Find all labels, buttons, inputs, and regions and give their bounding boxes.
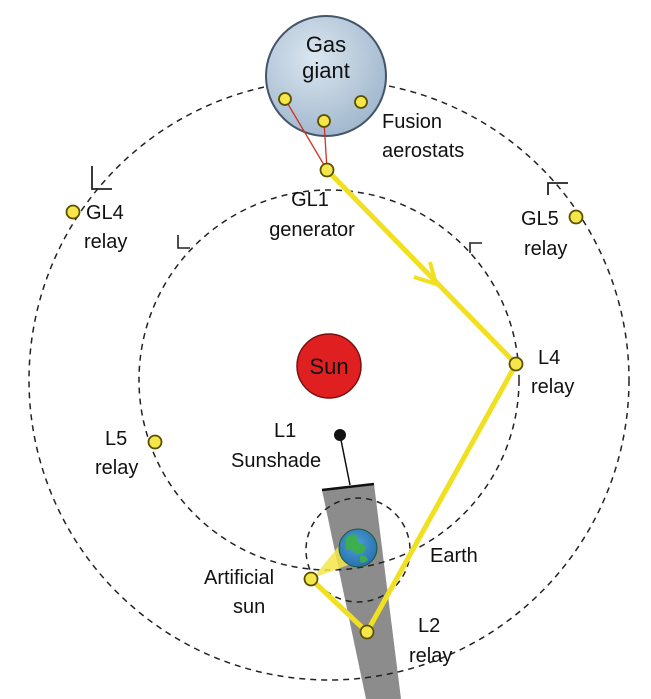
artificial-sun-label-2: sun xyxy=(233,596,265,618)
gl5-label-1: GL5 xyxy=(521,208,559,230)
l1-label-2: Sunshade xyxy=(231,450,321,472)
fusion-aerostats-label-1: Fusion xyxy=(382,111,442,133)
gl4-label-2: relay xyxy=(84,231,127,253)
l2-label-1: L2 xyxy=(418,615,440,637)
artificial-sun-label-1: Artificial xyxy=(204,567,274,589)
gl1-generator-node xyxy=(319,162,335,178)
aerostat-left xyxy=(278,92,292,106)
l4-label-1: L4 xyxy=(538,347,560,369)
l4-relay-node xyxy=(508,356,524,372)
fusion-aerostats-label-2: aerostats xyxy=(382,140,464,162)
gas-giant-label-1: Gas xyxy=(306,32,346,57)
orbit-arrow-gl5 xyxy=(547,182,568,195)
orbit-arrow-gl4 xyxy=(91,166,112,190)
sunshade xyxy=(321,482,375,492)
l1-label-1: L1 xyxy=(274,420,296,442)
beam-direction-arrow xyxy=(413,261,438,286)
gl4-relay-node xyxy=(65,204,81,220)
tether-left xyxy=(284,98,328,171)
gl4-label-1: GL4 xyxy=(86,202,124,224)
l2-relay-node xyxy=(359,624,375,640)
aerostat-right xyxy=(354,95,368,109)
orbit-arrow-inner-left xyxy=(177,235,190,249)
earth-label: Earth xyxy=(430,545,478,567)
aerostat-middle xyxy=(317,114,331,128)
l5-relay-node xyxy=(147,434,163,450)
gl1-label-1: GL1 xyxy=(291,189,329,211)
sun xyxy=(296,333,362,399)
gl5-label-2: relay xyxy=(524,238,567,260)
tether-middle xyxy=(323,120,328,171)
nodes xyxy=(65,92,584,640)
gl1-label-2: generator xyxy=(269,219,355,241)
sunshade-mast xyxy=(339,434,351,486)
gl5-relay-node xyxy=(568,209,584,225)
power-beam xyxy=(309,168,519,635)
gas-giant-label-2: giant xyxy=(302,58,350,83)
orbit-arrow-inner-right xyxy=(469,242,482,253)
l5-label-2: relay xyxy=(95,457,138,479)
sunshade-counterweight xyxy=(334,429,346,441)
earth-continents xyxy=(346,534,368,563)
l5-label-1: L5 xyxy=(105,428,127,450)
artificial-sun-node xyxy=(303,571,319,587)
l4-label-2: relay xyxy=(531,376,574,398)
sun-label: Sun xyxy=(309,354,348,379)
l2-label-2: relay xyxy=(409,645,452,667)
